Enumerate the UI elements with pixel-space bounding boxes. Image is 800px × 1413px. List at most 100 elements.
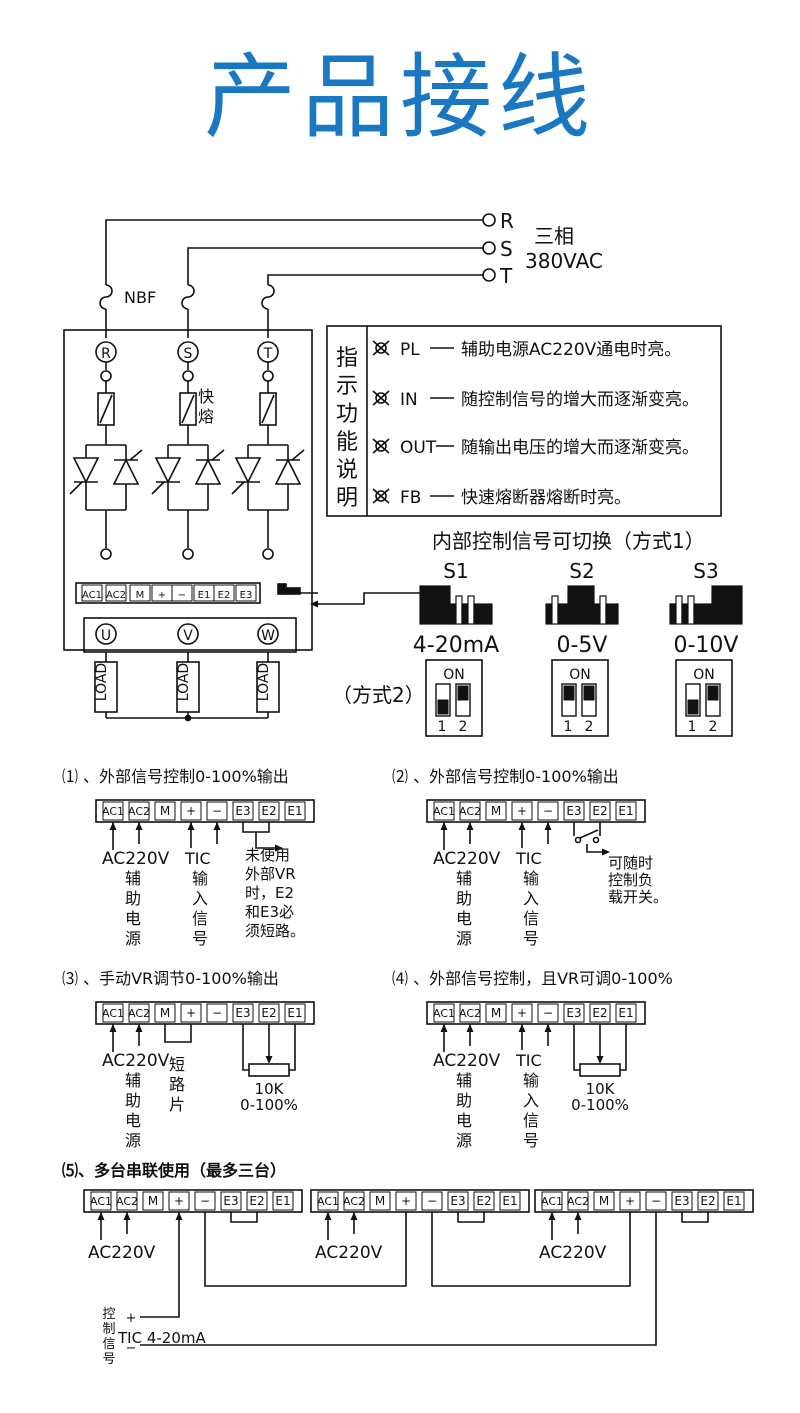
supply-phase-label: R (500, 209, 514, 233)
wiring-cell-label: AC2 (459, 805, 481, 818)
arrow-head (350, 1212, 358, 1220)
led-ray (372, 340, 390, 356)
arrow-head (518, 1024, 526, 1032)
phase-terminal-label: R (101, 346, 111, 362)
switch-range: 0-5V (557, 633, 608, 658)
wiring-cell (511, 801, 533, 821)
short-link (242, 822, 270, 833)
wiring-cell-label: E2 (261, 1006, 276, 1020)
aux-char: 辅 (125, 869, 141, 888)
wiring-cell (128, 801, 150, 821)
indicator-box (326, 325, 722, 517)
input-char: 输 (523, 869, 539, 888)
wiring-cell (447, 1191, 469, 1211)
supply-label: 三相 (534, 224, 574, 248)
wiring-cell (102, 801, 124, 821)
wiring-cell-label: E1 (726, 1194, 741, 1208)
switch-segment (567, 585, 595, 625)
supply-terminal (482, 268, 496, 282)
indicator-code: FB (400, 488, 421, 508)
indicator-title-char: 明 (336, 486, 358, 511)
wiring-cell (697, 1191, 719, 1211)
indicator-desc: 快速熔断器熔断时亮。 (461, 488, 631, 508)
switch-segment (545, 603, 553, 625)
wiring-cell (421, 1191, 443, 1211)
arrow-head (544, 822, 552, 830)
arrow-head (466, 1024, 474, 1032)
wiring-cell (563, 1003, 585, 1023)
scr-diode (72, 457, 100, 484)
dip-number: 2 (459, 719, 468, 735)
series-title: ⑸、多台串联使用（最多三台） (62, 1161, 286, 1180)
wiring-cell-label: E3 (566, 804, 581, 818)
wiring-title: ⑷ 、外部信号控制，且VR可调0-100% (392, 969, 673, 988)
wiring-cell-label: AC2 (567, 1195, 589, 1208)
wiring-cell (541, 1191, 563, 1211)
supply-terminal (482, 241, 496, 255)
wiring-cell (433, 1003, 455, 1023)
wiring-cell (499, 1191, 521, 1211)
terminal-cell (171, 584, 193, 602)
wiring-cell (433, 801, 455, 821)
pot-label: 10K (586, 1080, 616, 1098)
switch-block (277, 583, 287, 595)
switch-segment (593, 603, 601, 625)
wiring-title: ⑴ 、外部信号控制0-100%输出 (62, 767, 289, 786)
control-char: 信 (102, 1337, 115, 1352)
arrow-head (123, 1212, 131, 1220)
input-char: 信 (523, 909, 539, 928)
wiring-cell (343, 1191, 365, 1211)
supply-phase-label: T (499, 264, 513, 288)
wiring-cell-label: − (651, 1194, 661, 1208)
arrow-head (109, 1024, 117, 1032)
scr-diode (234, 457, 262, 484)
wiring-cell-label: M (491, 804, 501, 818)
output-terminal (95, 623, 117, 645)
load-label: LOAD (256, 663, 272, 701)
arrow-head (213, 822, 221, 830)
wiring-cell (563, 801, 585, 821)
switch-name: S1 (443, 559, 468, 583)
wiring-cell-label: E2 (700, 1194, 715, 1208)
short-link (681, 1212, 709, 1223)
wiring-cell (220, 1191, 242, 1211)
series-ac-label: AC220V (88, 1243, 156, 1263)
wiring-cell-label: − (200, 1194, 210, 1208)
dip-number: 2 (709, 719, 718, 735)
switch-segment (687, 595, 695, 625)
arrow-head (265, 1056, 273, 1064)
arrow-head (602, 848, 610, 856)
indicator-code: PL (400, 340, 420, 360)
page-title: 产品接线 (203, 44, 596, 151)
wiring-cell (206, 1003, 228, 1023)
aux-char: 助 (125, 889, 141, 908)
terminal-label: E2 (218, 590, 231, 601)
aux-char: 电 (456, 1111, 472, 1130)
load-label: LOAD (176, 663, 192, 701)
wiring-cell (232, 801, 254, 821)
ac-label: AC220V (433, 849, 501, 869)
dip-lever (563, 685, 575, 701)
wiring-cell-label: E3 (450, 1194, 465, 1208)
terminal-label: E1 (198, 590, 211, 601)
wiring-cell (142, 1191, 164, 1211)
control-wire (140, 1212, 180, 1318)
note-line: 控制负 (608, 871, 653, 889)
wiring-cell-label: AC2 (343, 1195, 365, 1208)
output-box (83, 617, 297, 653)
wiring-cell-label: M (160, 804, 170, 818)
pot-range: 0-100% (571, 1096, 629, 1114)
switch-segment (693, 603, 713, 625)
input-char: 入 (192, 889, 208, 908)
wiring-cell-label: − (543, 804, 553, 818)
input-char: 信 (523, 1111, 539, 1130)
wiring-cell (116, 1191, 138, 1211)
breaker-arc (267, 284, 275, 298)
terminal-label: E3 (240, 590, 253, 601)
arrow-head (135, 822, 143, 830)
wiring-cell-label: + (186, 804, 196, 818)
input-char: 入 (523, 889, 539, 908)
aux-char: 源 (456, 1131, 472, 1150)
aux-char: 助 (456, 889, 472, 908)
